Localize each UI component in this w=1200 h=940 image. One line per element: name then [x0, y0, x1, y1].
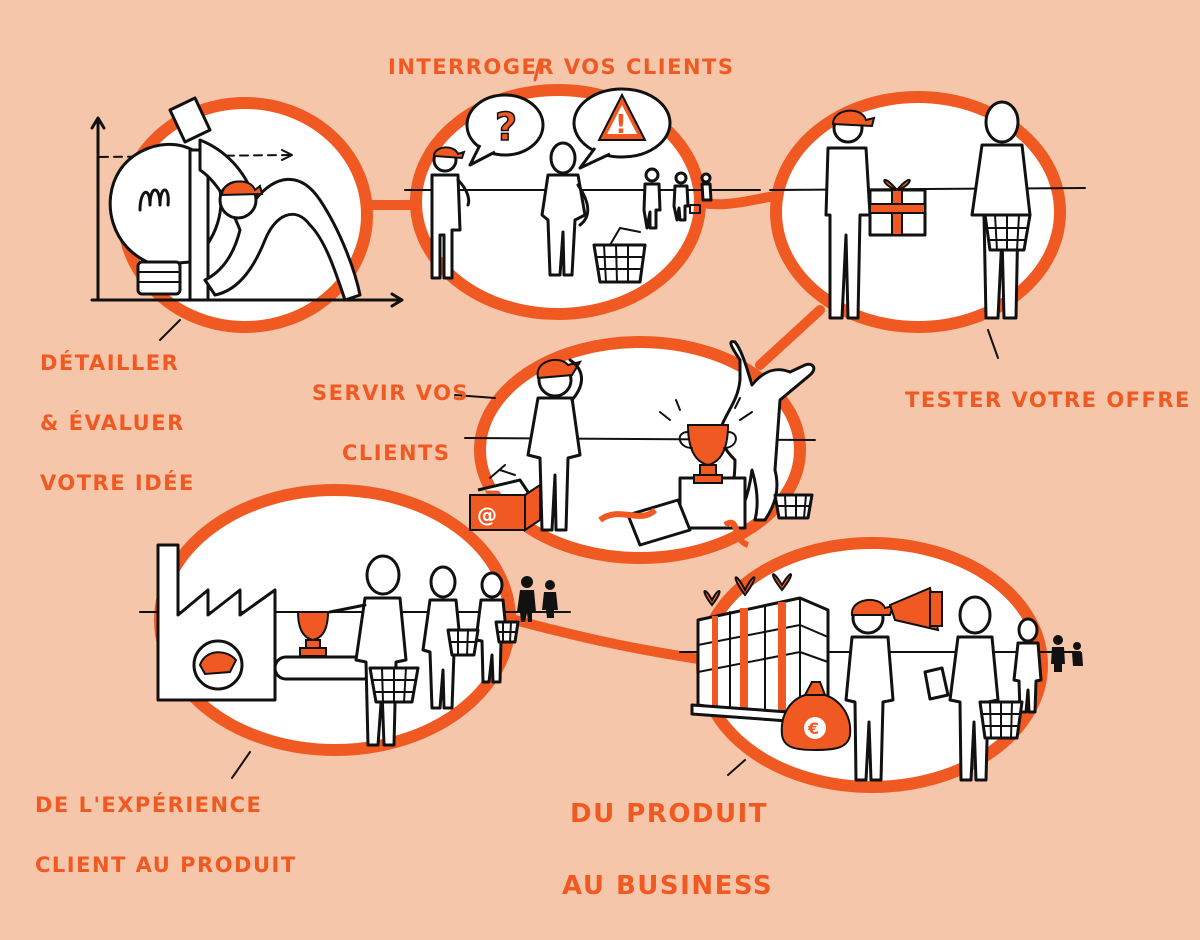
shopping-basket-icon: [773, 493, 814, 520]
shopping-basket-icon: [978, 700, 1024, 740]
stage-label-servir: SERVIR VOS CLIENTS: [312, 348, 469, 498]
toolbox-icon: @: [469, 464, 541, 532]
warning-triangle-icon: !: [615, 110, 627, 140]
seller-figure: [824, 109, 876, 320]
label-line: INTERROGER VOS CLIENTS: [388, 55, 735, 79]
illustration-canvas: ? !: [35, 22, 1191, 910]
shopping-basket-icon: [368, 620, 520, 704]
trophy-icon: [296, 611, 330, 657]
interviewer-figure: [430, 146, 471, 280]
money-bag-icon: €: [780, 681, 852, 752]
label-line: TESTER VOTRE OFFRE: [905, 388, 1191, 412]
stage-label-experience: DE L'EXPÉRIENCE CLIENT AU PRODUIT: [35, 760, 297, 910]
warning-speech-bubble: !: [572, 87, 672, 170]
question-speech-bubble: ?: [465, 93, 545, 167]
label-line: VOTRE IDÉE: [40, 471, 195, 495]
ribbon-sketch: [598, 507, 750, 548]
label-line: DE L'EXPÉRIENCE: [35, 793, 263, 817]
factory-icon: [156, 543, 277, 702]
label-line: SERVIR VOS: [312, 381, 470, 405]
euro-icon: €: [807, 719, 819, 738]
measuring-person-sketch: [168, 96, 362, 302]
at-sign-icon: @: [477, 503, 497, 527]
customer-figures-business: [948, 595, 1083, 782]
stage-label-interroger: INTERROGER VOS CLIENTS: [388, 22, 734, 112]
stage-label-business: DU PRODUIT AU BUSINESS: [562, 760, 773, 940]
label-line: CLIENTS: [342, 441, 451, 465]
customer-figure-basket: [540, 141, 590, 277]
label-line: AU BUSINESS: [562, 871, 774, 901]
stage-label-tester: TESTER VOTRE OFFRE: [905, 355, 1191, 445]
stacked-gifts-sketch: [690, 573, 832, 726]
label-line: & ÉVALUER: [40, 411, 185, 435]
opened-box-sketch: [626, 476, 747, 547]
small-crowd-sketch: [642, 167, 713, 230]
question-mark-icon: ?: [495, 105, 517, 149]
thinking-person-figure: [526, 358, 583, 532]
shopping-basket-icon: [592, 227, 647, 284]
megaphone-seller-figure: [844, 586, 950, 782]
stage-label-detailler: DÉTAILLER & ÉVALUER VOTRE IDÉE: [40, 318, 195, 528]
trophy-icon: [659, 397, 753, 484]
label-line: DÉTAILLER: [40, 351, 180, 375]
process-illustration: ? !: [90, 58, 1086, 793]
label-line: DU PRODUIT: [570, 799, 769, 829]
label-line: CLIENT AU PRODUIT: [35, 853, 297, 877]
shopping-basket-icon: [983, 213, 1032, 252]
gift-box-icon: [868, 178, 927, 237]
label-pointer-lines: [159, 319, 999, 779]
